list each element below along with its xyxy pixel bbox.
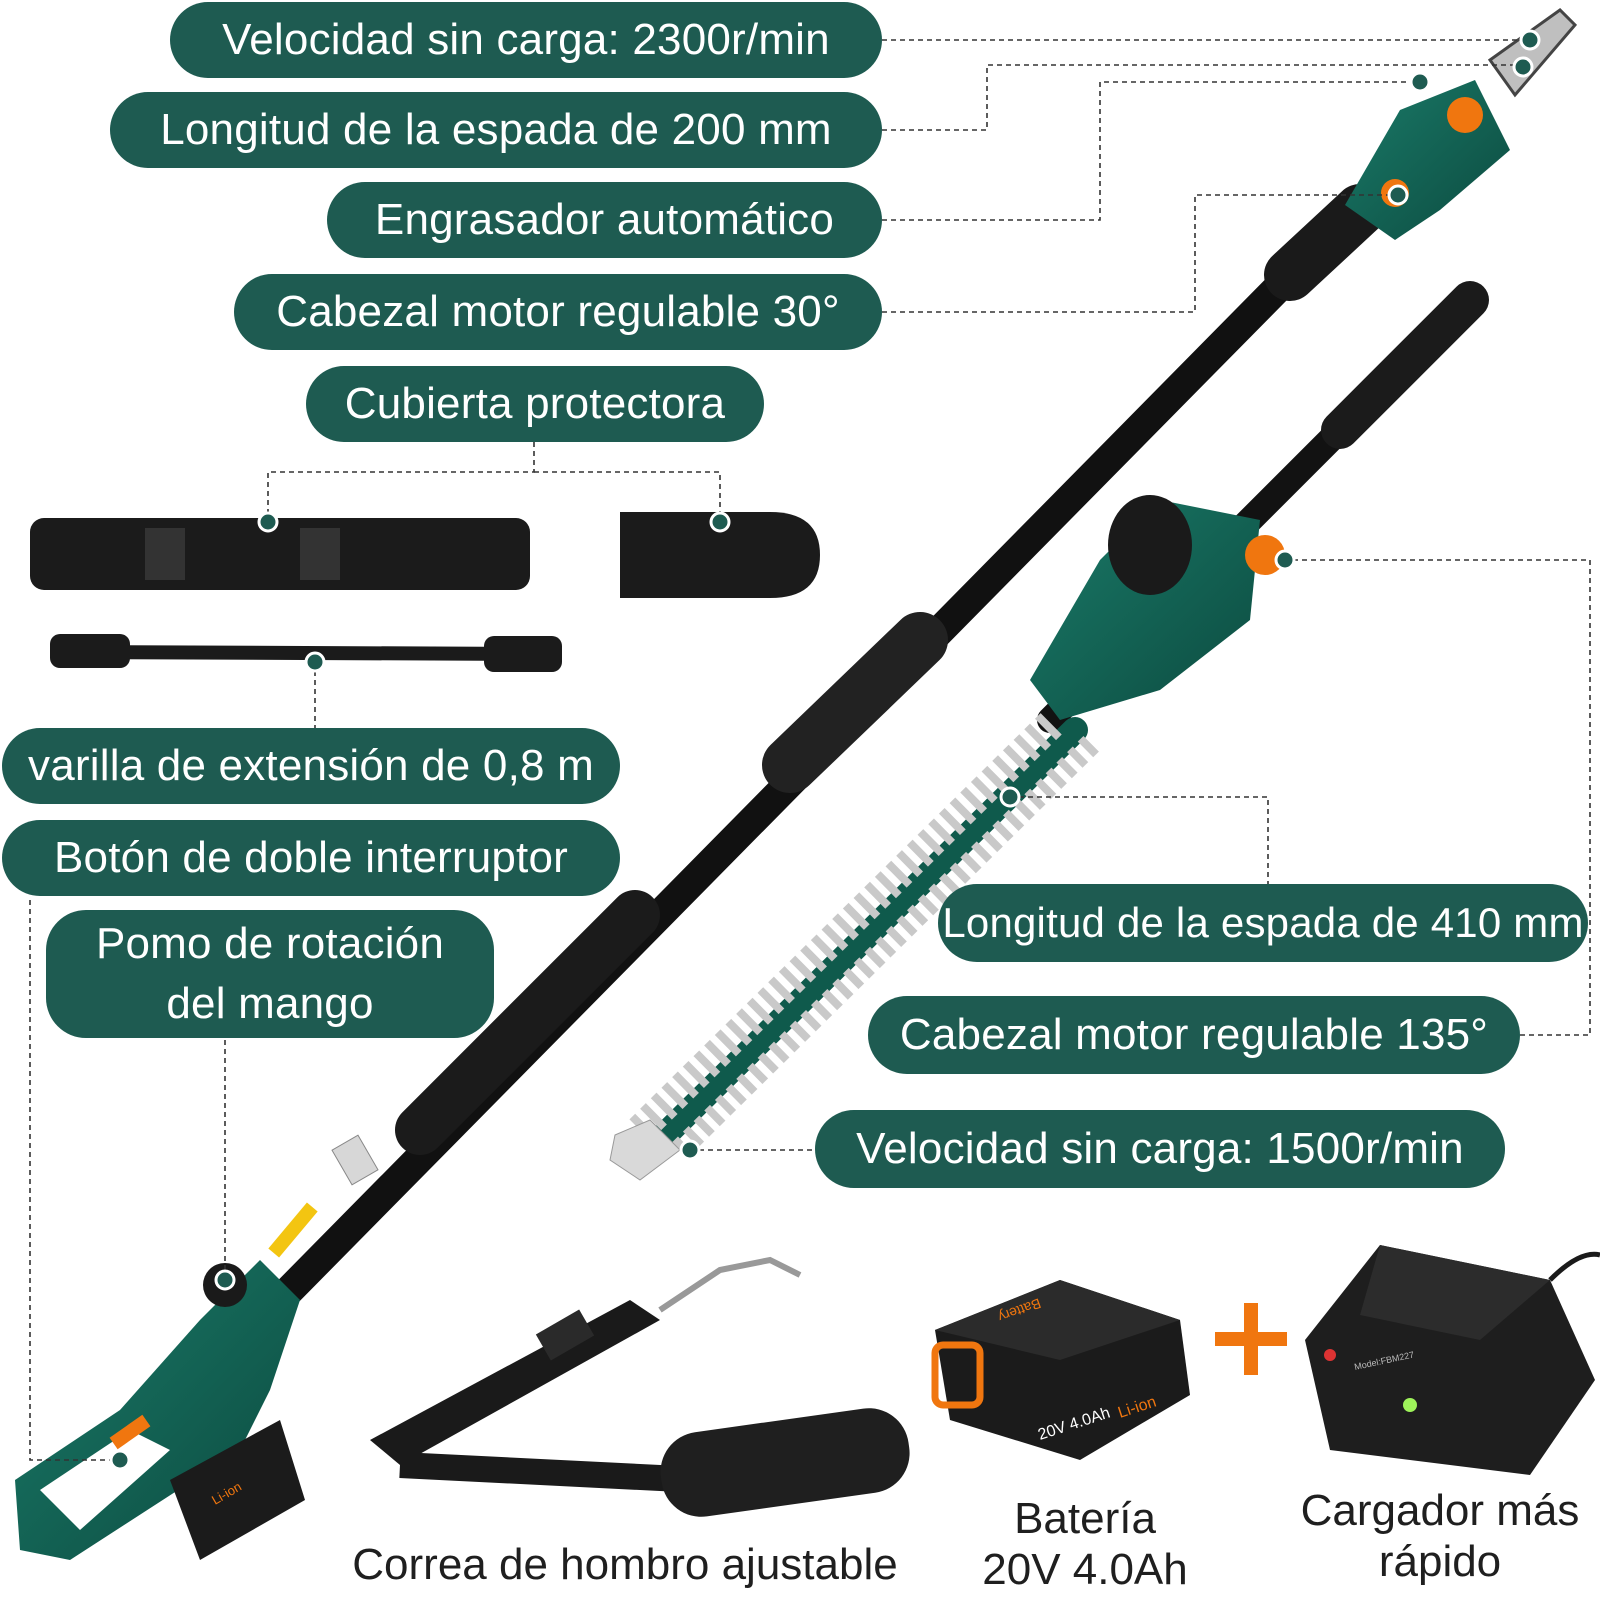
extension-rod-art (50, 634, 562, 672)
label-rotation-knob-line2: del mango (166, 979, 374, 1028)
hedge-blade-teeth-lower (672, 732, 1103, 1158)
marker-chain-bar (1512, 56, 1534, 78)
marker-extension-rod (304, 651, 326, 673)
leader-auto-oiler (882, 81, 1420, 221)
leader-hedge-bar (1010, 796, 1269, 885)
leader-chain-bar (882, 64, 1525, 131)
label-chain-head-adjust: Cabezal motor regulable 30° (234, 274, 882, 350)
hedge-coupler (1321, 281, 1489, 449)
leader-cover-right (534, 471, 721, 520)
chain-bar-cover (620, 512, 820, 598)
strap-clip (331, 1134, 379, 1186)
marker-hedge-head (1274, 549, 1296, 571)
warning-sticker (268, 1202, 318, 1258)
marker-hedge-speed (679, 1139, 701, 1161)
pole-saw: Li-ion (15, 8, 1578, 1560)
label-hedge-head-adjust: Cabezal motor regulable 135° (868, 996, 1520, 1074)
hedge-motor-head (1030, 500, 1260, 720)
label-chain-bar-length: Longitud de la espada de 200 mm (110, 92, 882, 168)
hedge-pivot-knob (1245, 535, 1285, 575)
label-protective-cover: Cubierta protectora (306, 366, 764, 442)
caption-strap: Correa de hombro ajustable (352, 1540, 898, 1589)
leader-hedge-head (1285, 559, 1591, 1036)
label-rotation-knob: Pomo de rotación del mango (46, 910, 494, 1038)
marker-rotation-knob (214, 1269, 236, 1291)
leader-double-switch (29, 900, 120, 1461)
leader-cover-left (267, 442, 535, 520)
label-extension-rod: varilla de extensión de 0,8 m (2, 728, 620, 804)
chain-bar (1487, 8, 1578, 98)
plus-icon (1215, 1303, 1287, 1375)
caption-battery: Batería 20V 4.0Ah (960, 1494, 1210, 1595)
saw-motor-head (1345, 80, 1510, 240)
caption-charger: Cargador más rápido (1290, 1486, 1590, 1587)
hedge-blade-teeth-upper (629, 709, 1066, 1141)
marker-hedge-bar (999, 786, 1021, 808)
cover-slot (145, 528, 185, 580)
leader-chain-head (882, 194, 1400, 313)
marker-cover-right (709, 511, 731, 533)
blade-tip-guard (609, 1119, 681, 1181)
trigger (109, 1414, 151, 1450)
hedge-motor-cap (1108, 495, 1192, 595)
marker-auto-oiler (1409, 71, 1431, 93)
marker-double-switch (109, 1449, 131, 1471)
label-auto-oiler: Engrasador automático (327, 182, 882, 258)
label-double-switch: Botón de doble interruptor (2, 820, 620, 896)
marker-dots (109, 29, 1541, 1471)
label-rotation-knob-line1: Pomo de rotación (95, 919, 445, 968)
pole-lock (762, 612, 948, 793)
cover-slot (300, 528, 340, 580)
long-blade-cover (30, 518, 530, 590)
head-collar (1264, 184, 1386, 301)
handle-opening (40, 1430, 170, 1530)
label-hedge-bar-length: Longitud de la espada de 410 mm (938, 884, 1588, 962)
saw-knob (1447, 97, 1483, 133)
caption-battery-line2: 20V 4.0Ah (982, 1544, 1188, 1594)
label-hedge-speed: Velocidad sin carga: 1500r/min (815, 1110, 1505, 1188)
foam-grip (395, 890, 660, 1155)
caption-charger-line2: rápido (1378, 1536, 1502, 1586)
caption-battery-line1: Batería (1014, 1494, 1156, 1543)
marker-chain-speed (1519, 29, 1541, 51)
charger-art: Model:FBM227 (1305, 1245, 1600, 1475)
label-chain-speed: Velocidad sin carga: 2300r/min (170, 2, 882, 78)
marker-cover-left (257, 511, 279, 533)
caption-charger-line1: Cargador más (1300, 1486, 1580, 1535)
attached-battery (170, 1420, 305, 1560)
leader-lines (29, 39, 1591, 1461)
shoulder-strap-art (370, 1256, 910, 1517)
marker-chain-head (1387, 184, 1409, 206)
battery-pack-art: 20V 4.0Ah Li-ion Battery (931, 1280, 1190, 1460)
